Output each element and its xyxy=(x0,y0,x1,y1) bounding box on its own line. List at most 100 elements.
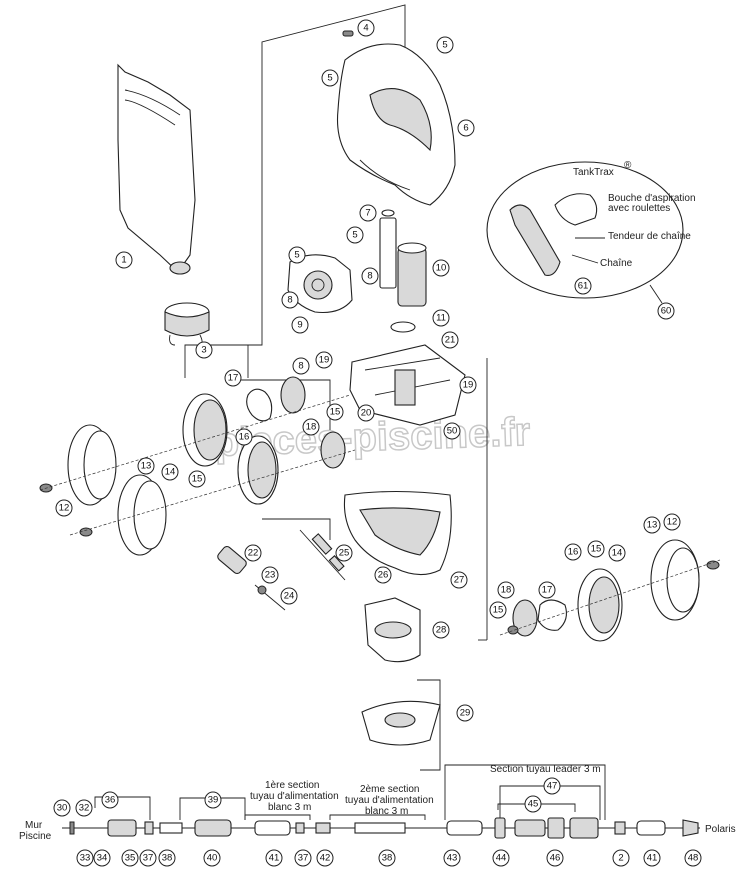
svg-text:10: 10 xyxy=(436,263,447,274)
callout-part-19: 19 xyxy=(459,376,477,394)
svg-text:34: 34 xyxy=(97,853,108,864)
part-12-hubcap-right xyxy=(507,560,720,635)
svg-text:44: 44 xyxy=(496,853,507,864)
callout-part-17: 17 xyxy=(538,581,556,599)
callout-part-61: 61 xyxy=(574,277,592,295)
svg-text:16: 16 xyxy=(239,432,250,443)
callout-part-41: 41 xyxy=(643,849,661,867)
svg-text:15: 15 xyxy=(591,544,602,555)
svg-text:12: 12 xyxy=(59,503,70,514)
callout-part-26: 26 xyxy=(374,566,392,584)
callout-part-38: 38 xyxy=(378,849,396,867)
part-28-pump-housing xyxy=(364,597,421,663)
callout-part-14: 14 xyxy=(608,544,626,562)
svg-text:37: 37 xyxy=(143,853,154,864)
hose-leader-label: Section tuyau leader 3 m xyxy=(490,764,601,775)
hose-section1-line2: tuyau d'alimentation xyxy=(250,791,339,802)
svg-text:5: 5 xyxy=(352,230,357,241)
svg-text:37: 37 xyxy=(298,853,309,864)
callout-part-18: 18 xyxy=(302,418,320,436)
svg-text:13: 13 xyxy=(647,520,658,531)
svg-text:35: 35 xyxy=(125,853,136,864)
callout-part-5: 5 xyxy=(321,69,339,87)
tanktrax-label-bouche-2: avec roulettes xyxy=(608,203,670,214)
callout-part-33: 33 xyxy=(76,849,94,867)
svg-text:24: 24 xyxy=(284,591,295,602)
callout-part-16: 16 xyxy=(564,543,582,561)
callout-part-38: 38 xyxy=(158,849,176,867)
hose-section2-line3: blanc 3 m xyxy=(365,806,408,817)
callout-part-34: 34 xyxy=(93,849,111,867)
svg-text:5: 5 xyxy=(327,73,332,84)
tanktrax-label-chaine: Chaîne xyxy=(600,258,633,269)
callout-part-4: 4 xyxy=(357,19,375,37)
svg-text:20: 20 xyxy=(361,408,372,419)
callout-part-40: 40 xyxy=(203,849,221,867)
part-3-bag-collar xyxy=(164,302,210,346)
svg-text:4: 4 xyxy=(363,23,368,34)
callout-part-5: 5 xyxy=(436,36,454,54)
callout-part-9: 9 xyxy=(291,316,309,334)
callout-part-60: 60 xyxy=(657,302,675,320)
callout-part-12: 12 xyxy=(663,513,681,531)
svg-text:26: 26 xyxy=(378,570,389,581)
tanktrax-track-icon xyxy=(509,204,561,277)
callout-part-27: 27 xyxy=(450,571,468,589)
svg-text:36: 36 xyxy=(105,795,116,806)
callout-part-22: 22 xyxy=(244,544,262,562)
svg-text:28: 28 xyxy=(436,625,447,636)
part-1-debris-bag xyxy=(117,63,196,275)
svg-text:14: 14 xyxy=(165,467,176,478)
svg-text:47: 47 xyxy=(547,781,558,792)
callout-part-48: 48 xyxy=(684,849,702,867)
tanktrax-label-bouche-1: Bouche d'aspiration xyxy=(608,193,696,204)
part-16-wheel-right xyxy=(577,568,623,642)
svg-text:13: 13 xyxy=(141,461,152,472)
callout-part-37: 37 xyxy=(139,849,157,867)
svg-text:50: 50 xyxy=(447,426,458,437)
hose-label-mur-2: Piscine xyxy=(19,831,52,842)
callout-part-11: 11 xyxy=(432,309,450,327)
callout-part-13: 13 xyxy=(643,516,661,534)
callout-part-44: 44 xyxy=(492,849,510,867)
svg-text:17: 17 xyxy=(228,373,239,384)
part-13-tire-left xyxy=(67,424,167,556)
callout-part-10: 10 xyxy=(432,259,450,277)
callout-part-36: 36 xyxy=(101,791,119,809)
svg-text:15: 15 xyxy=(493,605,504,616)
tanktrax-label-tendeur: Tendeur de chaîne xyxy=(608,231,691,242)
callout-part-8: 8 xyxy=(281,291,299,309)
svg-text:46: 46 xyxy=(550,853,561,864)
svg-text:14: 14 xyxy=(612,548,623,559)
callout-part-2: 2 xyxy=(612,849,630,867)
svg-text:16: 16 xyxy=(568,547,579,558)
svg-text:38: 38 xyxy=(382,853,393,864)
svg-text:19: 19 xyxy=(319,355,330,366)
svg-text:43: 43 xyxy=(447,853,458,864)
callout-part-21: 21 xyxy=(441,331,459,349)
callout-part-23: 23 xyxy=(261,566,279,584)
callout-part-20: 20 xyxy=(357,404,375,422)
svg-text:41: 41 xyxy=(269,853,280,864)
part-25-swivel-assembly xyxy=(299,529,346,581)
part-50-chassis xyxy=(349,344,466,426)
svg-text:12: 12 xyxy=(667,517,678,528)
hose-section2-line2: tuyau d'alimentation xyxy=(345,795,434,806)
callout-part-47: 47 xyxy=(543,777,561,795)
tanktrax-inset: TankTrax ® Bouche d'aspiration avec roul… xyxy=(486,160,696,304)
callout-part-14: 14 xyxy=(161,463,179,481)
part-18-gear-left xyxy=(280,376,346,469)
callout-part-28: 28 xyxy=(432,621,450,639)
callout-part-5: 5 xyxy=(346,226,364,244)
callout-part-15: 15 xyxy=(489,601,507,619)
callout-part-8: 8 xyxy=(292,357,310,375)
svg-text:23: 23 xyxy=(265,570,276,581)
part-18-gear-right xyxy=(512,599,538,637)
hose-section1-line3: blanc 3 m xyxy=(268,802,311,813)
part-13-tire-right xyxy=(650,539,700,621)
callout-part-8: 8 xyxy=(361,267,379,285)
callout-part-1: 1 xyxy=(115,251,133,269)
part-17-drive-belt-right xyxy=(537,599,567,631)
part-6-top-cover xyxy=(336,30,456,206)
